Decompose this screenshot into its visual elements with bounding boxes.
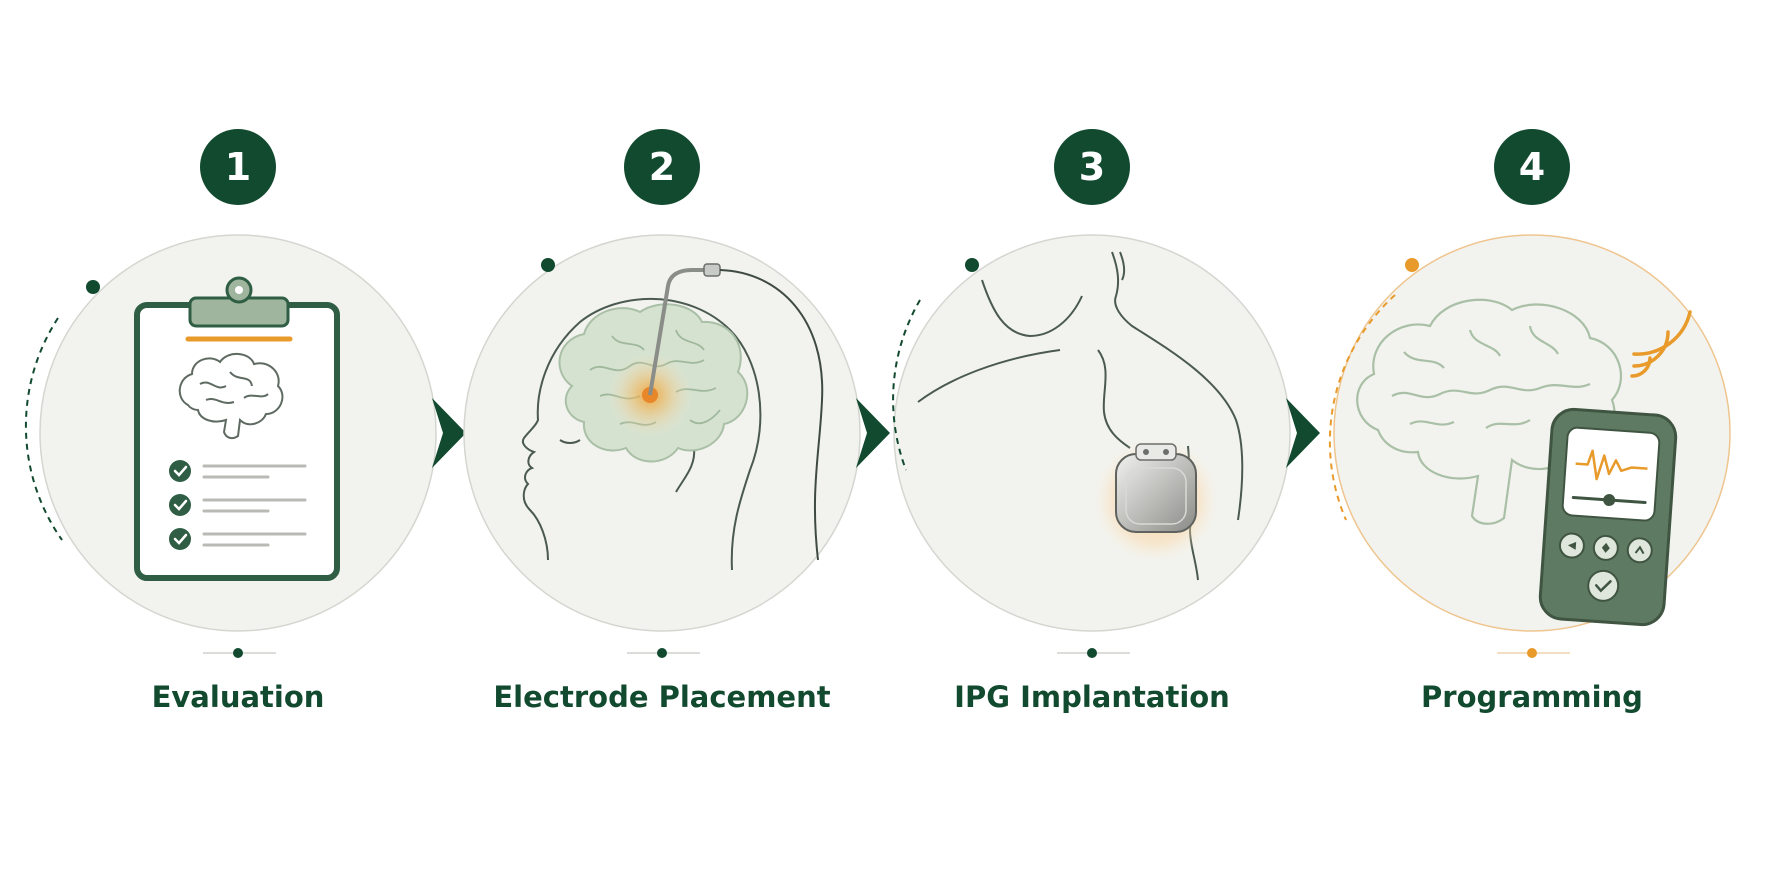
step-3-number-badge: 3 [1054, 129, 1130, 205]
ipg-device-icon [1115, 443, 1197, 533]
step-3-illustration [892, 234, 1291, 658]
step-2-label: Electrode Placement [493, 680, 831, 714]
step-4-label: Programming [1421, 680, 1643, 714]
brain-sketch-icon [178, 353, 284, 440]
arrow-3-icon [1286, 398, 1320, 468]
clipboard-icon [134, 276, 340, 581]
step-2-dot [541, 258, 555, 272]
head-outline [522, 298, 762, 571]
step-4-dashed-arc [1328, 294, 1396, 521]
step-4-number-badge: 4 [1494, 129, 1570, 205]
step-1-dashed-arc [24, 317, 63, 541]
step-1-dot [86, 280, 100, 294]
step-3-label: IPG Implantation [954, 680, 1230, 714]
programmer-device-icon [1538, 407, 1678, 627]
step-1-number-badge: 1 [200, 129, 276, 205]
brain-icon [1356, 298, 1622, 525]
electrode-lead [648, 268, 706, 396]
wireless-signal-icon [1630, 310, 1692, 378]
step-2-number-badge: 2 [624, 129, 700, 205]
step-4-illustration [1328, 234, 1731, 658]
step-1-label: Evaluation [151, 680, 325, 714]
arrow-2-icon [856, 398, 890, 468]
step-4-dot [1405, 258, 1419, 272]
extension-wire [719, 269, 824, 561]
step-3-circle [893, 234, 1291, 632]
step-1-illustration [24, 234, 437, 658]
checklist [169, 460, 307, 550]
step-2-illustration [463, 234, 861, 658]
step-3-dashed-arc [892, 299, 921, 471]
arrow-1-icon [432, 398, 466, 468]
step-3-dot [965, 258, 979, 272]
